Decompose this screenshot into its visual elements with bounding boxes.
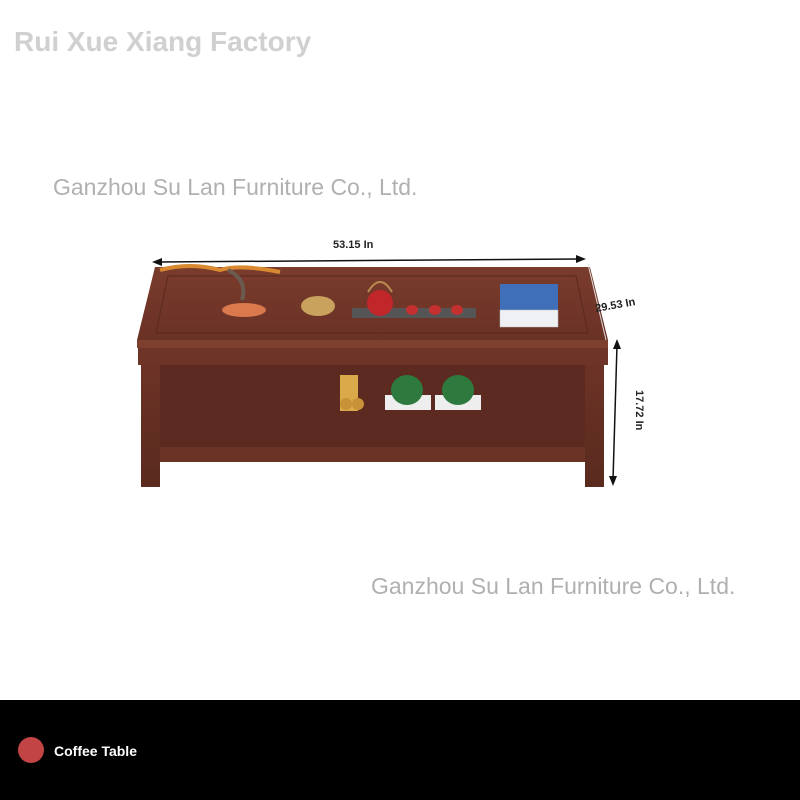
- lower-shelf: [158, 365, 586, 449]
- bonsai-decor: [159, 264, 281, 317]
- factory-watermark: Rui Xue Xiang Factory: [14, 26, 312, 57]
- depth-dimension-line: [587, 263, 607, 341]
- bottom-rail: [158, 447, 586, 462]
- tea-cups: [406, 305, 463, 315]
- incense-burner: [301, 296, 335, 316]
- height-label: 17.72 In: [633, 390, 645, 431]
- coffee-table-illustration: 53.15 In 29.53 In 17.72 In: [137, 239, 645, 487]
- green-tea-jars: [385, 375, 481, 410]
- depth-label: 29.53 In: [594, 296, 636, 315]
- product-name: Coffee Table: [54, 743, 137, 759]
- company-watermark-top: Ganzhou Su Lan Furniture Co., Ltd.: [53, 174, 418, 200]
- left-leg: [141, 348, 160, 487]
- bamboo-scrolls: [340, 375, 364, 411]
- top-inset-panel: [155, 275, 589, 334]
- caption-bar: Coffee Table: [0, 700, 800, 800]
- width-label: 53.15 In: [333, 239, 374, 251]
- books: [499, 284, 559, 328]
- teapot: [367, 281, 393, 316]
- width-dimension-arrow: [152, 255, 586, 266]
- red-dot-icon: [18, 737, 44, 763]
- company-watermark-bottom: Ganzhou Su Lan Furniture Co., Ltd.: [371, 573, 736, 599]
- right-leg: [585, 348, 604, 487]
- height-dimension-arrow: [609, 339, 621, 486]
